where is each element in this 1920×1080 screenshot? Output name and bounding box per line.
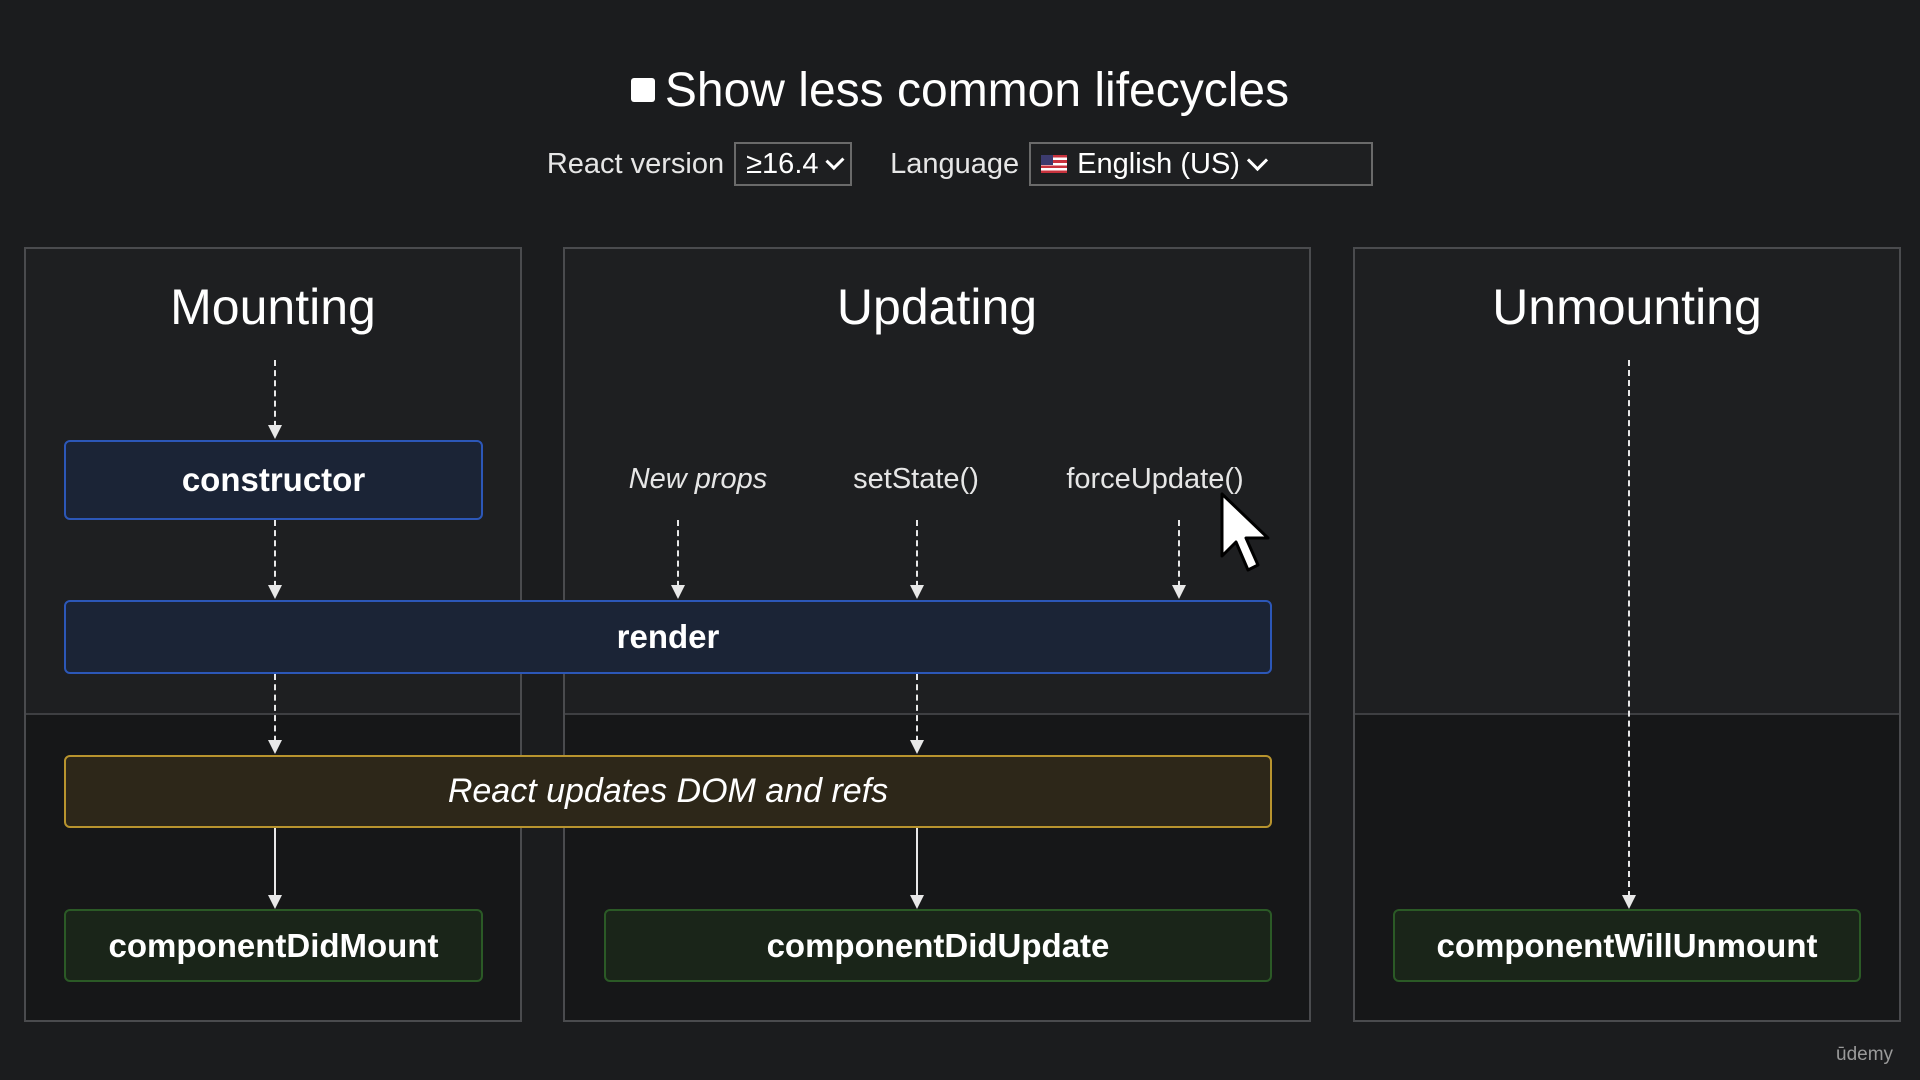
language-label: Language: [890, 147, 1020, 180]
dom-update-box: React updates DOM and refs: [64, 755, 1272, 828]
arrow-render-to-dom: [910, 674, 924, 754]
chevron-down-icon: [1246, 149, 1269, 171]
render-box: render: [64, 600, 1272, 674]
react-version-value: ≥16.4: [746, 147, 819, 180]
language-value: English (US): [1077, 147, 1240, 180]
arrow-newprops-to-render: [671, 520, 685, 599]
phase-divider: [565, 713, 1309, 715]
trigger-force-update: forceUpdate(): [1066, 463, 1244, 495]
us-flag-icon: [1041, 155, 1068, 173]
language-select[interactable]: English (US): [1029, 142, 1374, 186]
constructor-box: constructor: [64, 440, 483, 520]
arrow-constructor-to-render: [268, 520, 282, 599]
mounting-title: Mounting: [170, 279, 376, 335]
component-did-update-box: componentDidUpdate: [604, 909, 1272, 982]
phase-divider: [26, 713, 520, 715]
show-less-common-label[interactable]: Show less common lifecycles: [664, 63, 1290, 117]
lifecycle-toggle-row: Show less common lifecycles: [0, 58, 1920, 122]
udemy-watermark: ūdemy: [1836, 1044, 1894, 1065]
trigger-new-props: New props: [628, 463, 768, 495]
arrow-dom-to-didmount: [268, 828, 282, 909]
arrow-title-to-constructor: [268, 360, 282, 439]
unmounting-title: Unmounting: [1492, 279, 1762, 335]
controls-row: React version ≥16.4 Language English (US…: [0, 140, 1920, 188]
arrow-render-to-dom: [268, 674, 282, 754]
arrow-title-to-willunmount: [1622, 360, 1636, 909]
arrow-forceupdate-to-render: [1172, 520, 1186, 599]
component-will-unmount-box: componentWillUnmount: [1393, 909, 1861, 982]
updating-title: Updating: [836, 279, 1038, 335]
chevron-down-icon: [824, 150, 844, 170]
show-less-common-checkbox[interactable]: [630, 78, 655, 102]
trigger-set-state: setState(): [853, 463, 979, 495]
arrow-dom-to-didupdate: [910, 828, 924, 909]
phase-divider: [1355, 713, 1899, 715]
react-version-select[interactable]: ≥16.4: [734, 142, 853, 186]
react-version-label: React version: [546, 147, 725, 180]
component-did-mount-box: componentDidMount: [64, 909, 483, 982]
arrow-setstate-to-render: [910, 520, 924, 599]
